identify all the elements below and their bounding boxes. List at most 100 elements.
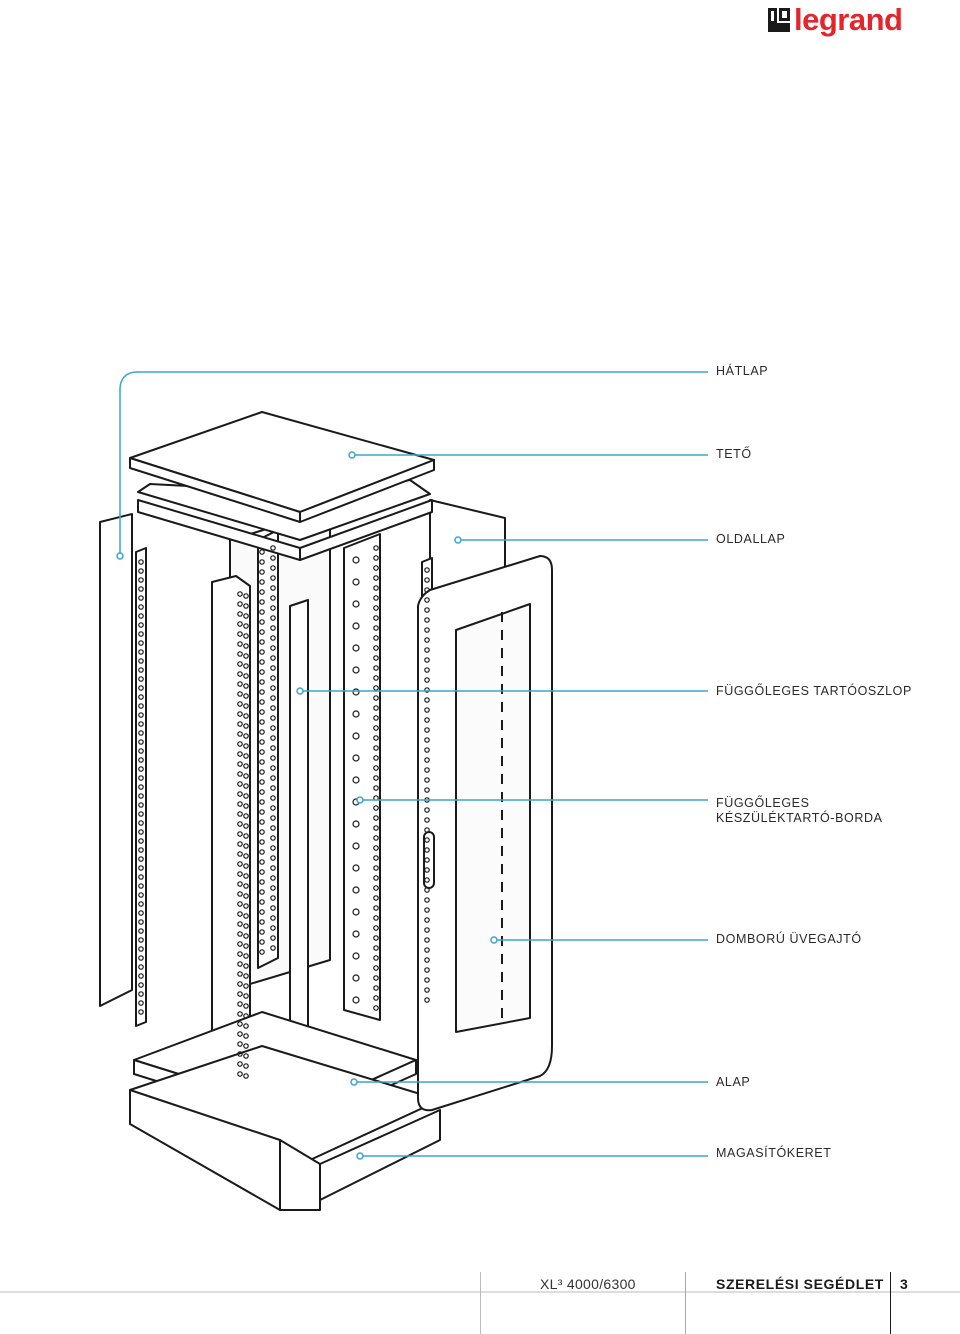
front-column-hole-a bbox=[237, 681, 243, 687]
left-rail-hole bbox=[138, 838, 144, 844]
front-column-hole-b bbox=[243, 893, 249, 899]
back-column-hole-b bbox=[270, 765, 276, 771]
back-column-hole-b bbox=[270, 805, 276, 811]
right-rail-hole bbox=[424, 647, 430, 653]
left-rail-hole bbox=[138, 685, 144, 691]
left-rail-hole bbox=[138, 847, 144, 853]
footer-divider-2 bbox=[685, 1272, 686, 1334]
right-rail-hole bbox=[424, 807, 430, 813]
back-column-hole-a bbox=[259, 949, 265, 955]
device-rail-hole-b bbox=[373, 925, 379, 931]
back-column-hole-b bbox=[270, 925, 276, 931]
device-rail-hole-b bbox=[373, 665, 379, 671]
device-rail-hole-b bbox=[373, 615, 379, 621]
front-column-hole-b bbox=[243, 633, 249, 639]
back-column-hole-a bbox=[259, 559, 265, 565]
device-rail bbox=[343, 533, 381, 1021]
front-column-hole-b bbox=[243, 713, 249, 719]
front-column-hole-a bbox=[237, 641, 243, 647]
device-rail-hole-b bbox=[373, 975, 379, 981]
device-rail-hole-b bbox=[373, 685, 379, 691]
device-rail-hole-a bbox=[352, 930, 360, 938]
front-column-hole-b bbox=[243, 853, 249, 859]
device-rail-hole-a bbox=[352, 578, 360, 586]
left-rail-hole bbox=[138, 937, 144, 943]
left-rail-hole bbox=[138, 658, 144, 664]
label-fuggoleges-tartooszlop: FÜGGŐLEGES TARTÓOSZLOP bbox=[716, 684, 912, 698]
right-rail-hole bbox=[424, 877, 430, 883]
right-rail-hole bbox=[424, 927, 430, 933]
front-column-hole-a bbox=[237, 761, 243, 767]
back-column-hole-b bbox=[270, 875, 276, 881]
left-rail-hole bbox=[138, 883, 144, 889]
back-column-hole-a bbox=[259, 799, 265, 805]
right-rail-hole bbox=[424, 667, 430, 673]
front-column-hole-a bbox=[237, 891, 243, 897]
right-rail-hole bbox=[424, 867, 430, 873]
front-column-hole-a bbox=[237, 1021, 243, 1027]
front-column-hole-b bbox=[243, 993, 249, 999]
left-rail-hole bbox=[138, 694, 144, 700]
front-column-hole-b bbox=[243, 843, 249, 849]
back-column-hole-a bbox=[259, 549, 265, 555]
left-rail-hole bbox=[138, 586, 144, 592]
front-column-hole-b bbox=[243, 833, 249, 839]
back-column-hole-a bbox=[259, 809, 265, 815]
back-column-hole-b bbox=[270, 905, 276, 911]
right-rail-hole bbox=[424, 637, 430, 643]
right-rail-hole bbox=[424, 947, 430, 953]
footer-divider-3 bbox=[890, 1272, 891, 1334]
left-rail-hole bbox=[138, 577, 144, 583]
back-column-hole-b bbox=[270, 895, 276, 901]
label-magasitokeret: MAGASÍTÓKERET bbox=[716, 1146, 832, 1160]
front-column-hole-a bbox=[237, 831, 243, 837]
device-rail-hole-b bbox=[373, 755, 379, 761]
back-column-hole-a bbox=[259, 729, 265, 735]
right-rail-hole bbox=[424, 897, 430, 903]
device-rail-hole-b bbox=[373, 855, 379, 861]
front-column-hole-b bbox=[243, 763, 249, 769]
front-column-hole-a bbox=[237, 981, 243, 987]
left-rail-hole bbox=[138, 640, 144, 646]
footer-title: SZERELÉSI SEGÉDLET bbox=[716, 1276, 884, 1292]
front-column-hole-a bbox=[237, 1051, 243, 1057]
back-column-hole-b bbox=[270, 795, 276, 801]
left-rail-hole bbox=[138, 829, 144, 835]
back-column-hole-a bbox=[259, 839, 265, 845]
device-rail-hole-a bbox=[352, 908, 360, 916]
right-rail-hole bbox=[424, 587, 430, 593]
front-column-hole-a bbox=[237, 1071, 243, 1077]
right-rail-hole bbox=[424, 787, 430, 793]
label-hatlap: HÁTLAP bbox=[716, 364, 769, 378]
front-column-hole-b bbox=[243, 933, 249, 939]
back-column-hole-b bbox=[270, 555, 276, 561]
device-rail-hole-b bbox=[373, 735, 379, 741]
device-rail-hole-a bbox=[352, 556, 360, 564]
left-rail-hole bbox=[138, 631, 144, 637]
back-column-hole-a bbox=[259, 599, 265, 605]
back-column-hole-b bbox=[270, 945, 276, 951]
back-column-hole-b bbox=[270, 815, 276, 821]
device-rail-hole-a bbox=[352, 666, 360, 674]
left-rail-hole bbox=[138, 703, 144, 709]
front-column-hole-b bbox=[243, 593, 249, 599]
back-column-hole-b bbox=[270, 915, 276, 921]
left-rail-hole bbox=[138, 649, 144, 655]
right-rail-hole bbox=[424, 597, 430, 603]
label-keszulektarto-borda-1: FÜGGŐLEGES bbox=[716, 796, 810, 810]
footer-model: XL³ 4000/6300 bbox=[540, 1276, 636, 1292]
device-rail-hole-b bbox=[373, 785, 379, 791]
front-column-hole-a bbox=[237, 691, 243, 697]
left-rail-hole bbox=[138, 712, 144, 718]
front-column-hole-a bbox=[237, 1031, 243, 1037]
right-rail-hole bbox=[424, 627, 430, 633]
device-rail-hole-b bbox=[373, 725, 379, 731]
leader-hatlap bbox=[119, 371, 708, 556]
legrand-mark-icon bbox=[768, 8, 790, 32]
back-column-hole-b bbox=[270, 665, 276, 671]
front-column-hole-a bbox=[237, 811, 243, 817]
right-rail-hole bbox=[424, 607, 430, 613]
front-column-hole-a bbox=[237, 991, 243, 997]
back-column-hole-a bbox=[259, 909, 265, 915]
back-column-hole-b bbox=[270, 585, 276, 591]
